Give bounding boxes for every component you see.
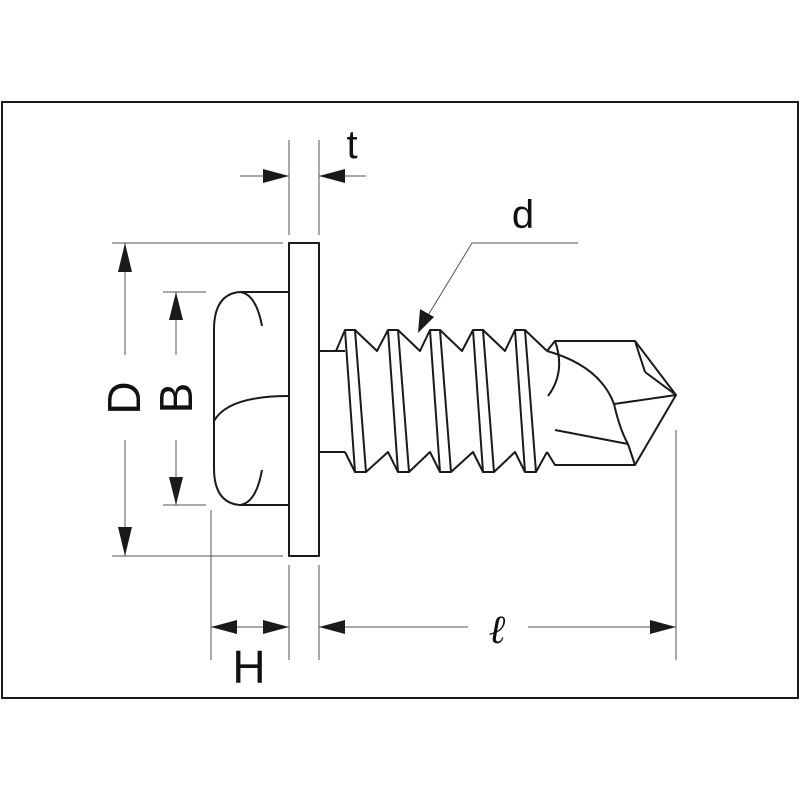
extension-lines <box>112 140 677 660</box>
dimension-B: B <box>150 292 202 505</box>
hex-head-facet-bottom <box>239 469 263 506</box>
label-D: D <box>98 381 150 414</box>
drill-flute <box>546 350 629 445</box>
dimension-D: D <box>98 243 150 556</box>
washer-flange <box>288 242 320 557</box>
thread-crest-top <box>335 329 548 352</box>
label-d: d <box>512 193 534 237</box>
dimension-d: d <box>418 193 578 333</box>
thread-crest-bottom <box>344 451 548 473</box>
dimension-t: t <box>240 123 366 183</box>
hex-head <box>213 291 289 506</box>
thread-helix-lines <box>344 329 537 473</box>
dimension-length: ℓ <box>319 607 676 653</box>
drill-flute-2 <box>547 340 561 397</box>
drawing-frame <box>1 101 799 699</box>
drill-point <box>546 340 677 466</box>
label-t: t <box>346 123 357 167</box>
dimension-H: H <box>211 620 289 693</box>
label-length: ℓ <box>489 607 506 653</box>
screw-outline <box>213 242 677 557</box>
label-B: B <box>150 383 202 414</box>
label-H: H <box>232 641 265 693</box>
hex-head-facet-top <box>239 291 263 327</box>
hex-head-center-arc <box>213 395 290 422</box>
